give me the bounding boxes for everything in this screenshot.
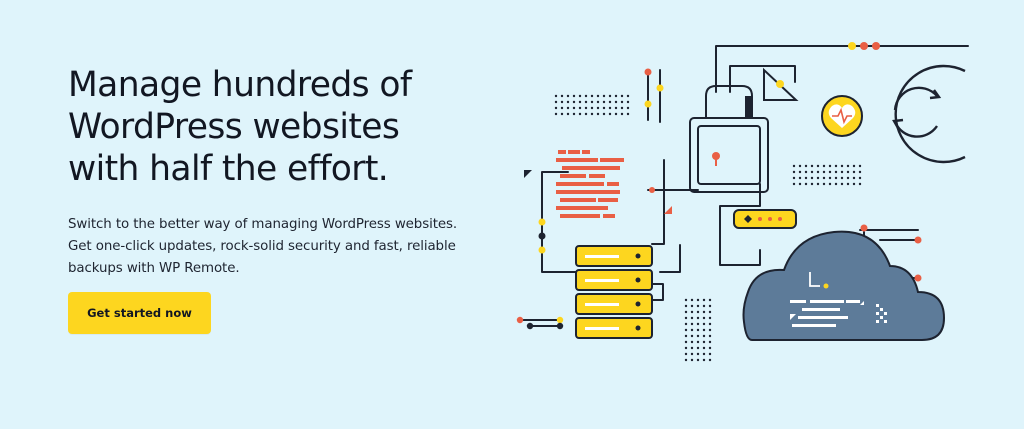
hero-illustration (516, 42, 969, 362)
padlock-icon (689, 85, 769, 193)
get-started-button[interactable]: Get started now (68, 292, 211, 334)
headline-line-2: WordPress websites (68, 107, 400, 147)
hero-copy: Manage hundreds of WordPress websites wi… (68, 64, 508, 280)
dot-grid-middle (792, 164, 862, 186)
code-lines-icon (556, 150, 624, 218)
description-line-2: Get one-click updates, rock-solid securi… (68, 239, 456, 254)
hero-description: Switch to the better way of managing Wor… (68, 214, 498, 280)
headline-line-3: with half the effort. (68, 149, 389, 189)
description-line-1: Switch to the better way of managing Wor… (68, 217, 458, 232)
dot-grid-bottom (684, 298, 712, 362)
triangle-ruler-icon (763, 67, 799, 101)
server-stack-icon (575, 245, 653, 339)
heart-monitor-icon (821, 95, 863, 137)
hero-headline: Manage hundreds of WordPress websites wi… (68, 64, 508, 190)
headline-line-1: Manage hundreds of (68, 65, 412, 105)
cloud-icon (742, 230, 946, 341)
description-line-3: backups with WP Remote. (68, 261, 240, 276)
dot-grid-top-left (554, 94, 630, 116)
sync-icon (892, 64, 966, 164)
